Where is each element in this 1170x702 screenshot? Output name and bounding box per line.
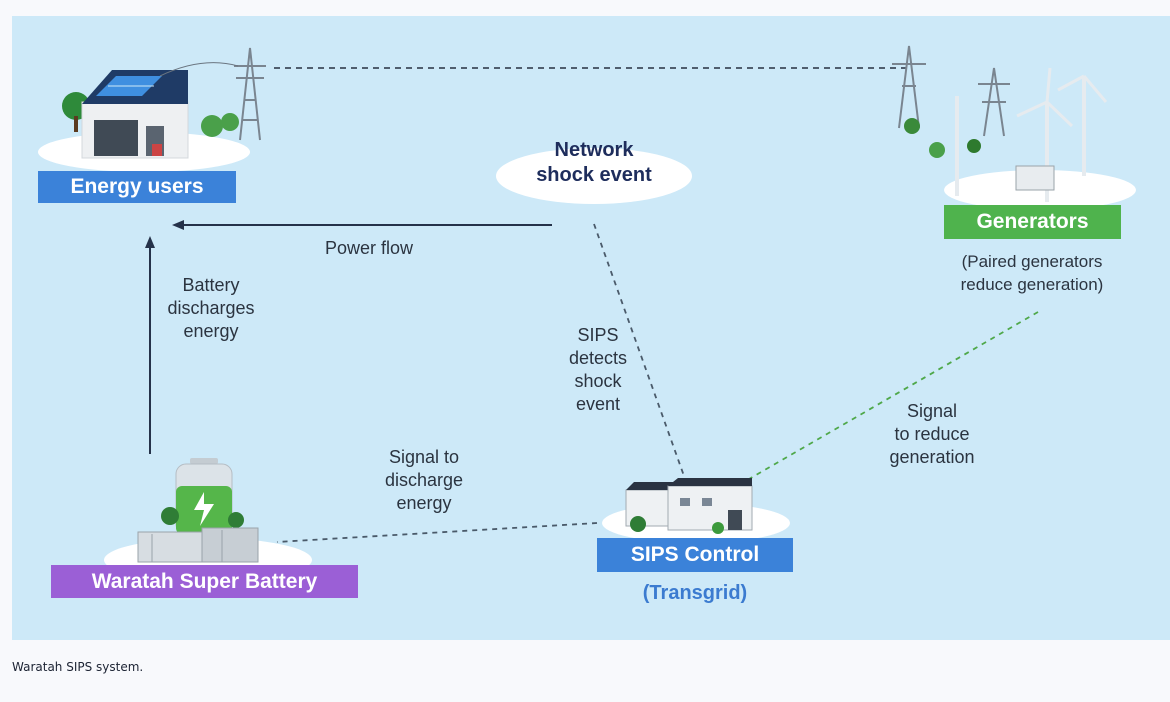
signal-discharge-annotation: Signal to discharge energy <box>384 447 464 513</box>
power-flow-arrowhead <box>172 220 184 230</box>
battery-discharge-arrowhead <box>145 236 155 248</box>
shock-event-label: Network shock event <box>536 139 652 186</box>
sips-diagram: Energy users Generators (Paired generato… <box>12 16 1170 640</box>
sips-island <box>602 478 790 543</box>
battery-island <box>104 458 312 582</box>
battery-icon <box>175 458 233 535</box>
energy-users-label: Energy users <box>38 171 236 203</box>
control-building-icon <box>625 478 753 531</box>
generators-island <box>892 45 1136 210</box>
shock-event-bubble <box>496 148 692 204</box>
tree-icon <box>161 507 244 528</box>
signal-discharge-line <box>276 522 598 543</box>
tree-icon <box>201 113 239 137</box>
battery-label: Waratah Super Battery <box>51 565 358 598</box>
sips-control-label: SIPS Control <box>597 538 793 572</box>
detect-shock-line <box>593 223 685 477</box>
energy-users-island <box>38 47 266 172</box>
tree-icon <box>630 516 724 534</box>
figure-caption: Waratah SIPS system. <box>12 660 144 674</box>
power-flow-annotation: Power flow <box>324 238 414 258</box>
signal-reduce-annotation: Signal to reduce generation <box>889 401 975 467</box>
house-solar-icon <box>81 70 189 159</box>
diagram-graphics <box>38 45 1136 582</box>
battery-container-icon <box>137 527 259 563</box>
generators-note: (Paired generators reduce generation) <box>960 252 1104 294</box>
generators-label: Generators <box>944 205 1121 239</box>
generator-building-icon <box>1015 165 1055 191</box>
sips-detects-annotation: SIPS detects shock event <box>568 325 628 414</box>
transmission-tower-icon <box>159 47 266 141</box>
battery-discharges-annotation: Battery discharges energy <box>167 275 255 341</box>
sips-owner-label: (Transgrid) <box>642 582 748 604</box>
tree-icon <box>904 118 981 158</box>
transmission-tower-icon <box>892 45 1010 137</box>
signal-reduce-line <box>736 311 1039 487</box>
